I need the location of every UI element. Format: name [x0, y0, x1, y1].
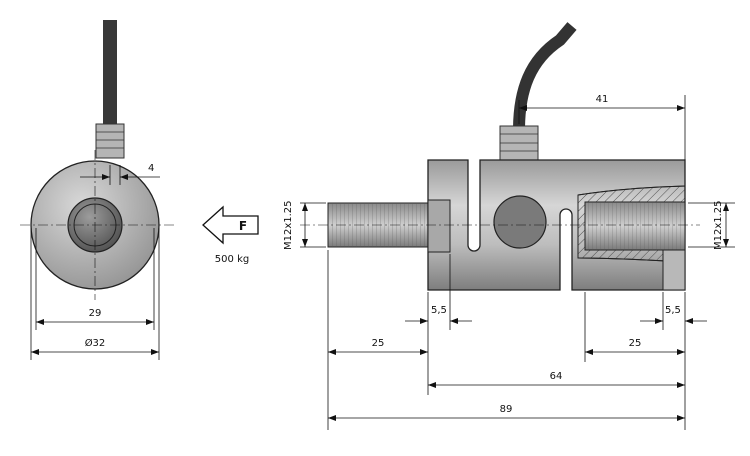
end-view: 4 29 Ø32	[20, 20, 175, 360]
dim-4: 4	[148, 163, 154, 174]
dim-5-5-left: 5,5	[431, 305, 447, 316]
force-symbol: F	[239, 219, 247, 233]
force-arrow-icon	[202, 205, 259, 245]
center-boss	[493, 195, 547, 249]
force-load: 500 kg	[215, 254, 249, 265]
dim-25-right: 25	[629, 338, 642, 349]
dim-thread-right: M12x1.25	[713, 200, 724, 250]
cable-gland	[95, 123, 125, 159]
cable	[103, 20, 117, 128]
force-indicator: F 500 kg	[202, 205, 259, 265]
dim-thread-left: M12x1.25	[283, 200, 294, 250]
dim-29: 29	[89, 308, 102, 319]
dim-diameter-32: Ø32	[85, 337, 106, 349]
dim-64: 64	[550, 371, 563, 382]
dim-41: 41	[596, 94, 609, 105]
dim-5-5-right: 5,5	[665, 305, 681, 316]
cable-side	[513, 22, 577, 131]
dim-25-left: 25	[372, 338, 385, 349]
side-view: 41 M12x1.25 M12x1.25 5,5 5,5 25 25	[283, 22, 735, 430]
dim-89: 89	[500, 404, 513, 415]
